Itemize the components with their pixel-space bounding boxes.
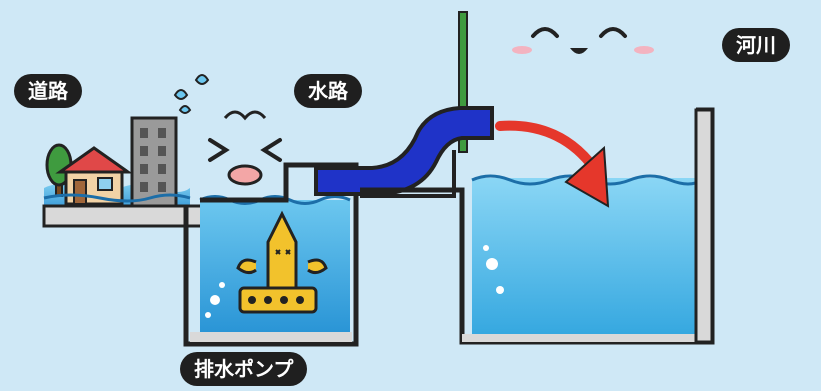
happy-face-icon: [512, 27, 654, 54]
label-pump: 排水ポンプ: [180, 352, 308, 386]
house-icon: [55, 146, 133, 206]
flow-arrow-icon: [495, 120, 610, 208]
label-road: 道路: [14, 74, 82, 108]
label-river: 河川: [722, 28, 790, 62]
label-channel: 水路: [294, 74, 362, 108]
pump-icon: [236, 210, 328, 314]
river-basin: [360, 107, 715, 345]
road-ground: [42, 204, 206, 228]
discharge-pipe: [314, 11, 494, 196]
building-icon: [130, 116, 178, 208]
stressed-face-icon: [173, 74, 282, 186]
flood-wave-line: [43, 193, 191, 203]
